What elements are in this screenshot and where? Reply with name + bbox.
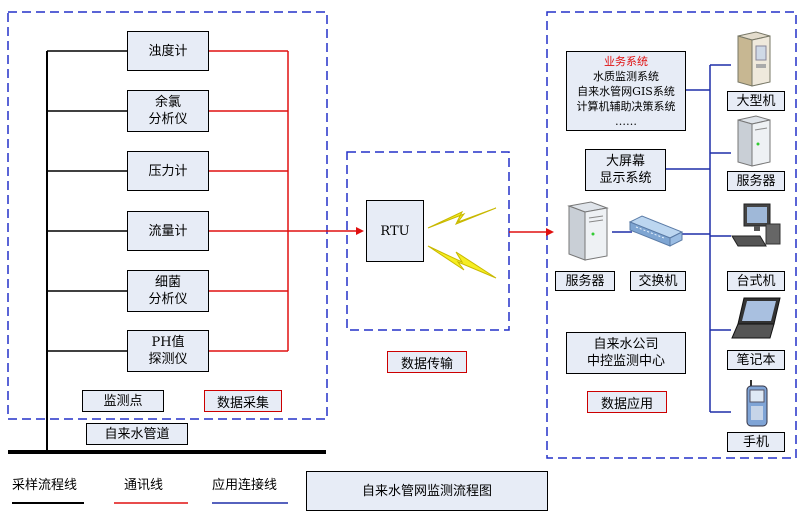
sensor-pressure: 压力计 xyxy=(127,151,209,191)
sensor-ph: PH值 探测仪 xyxy=(127,330,209,372)
monitor-point-label: 监测点 xyxy=(82,390,164,412)
laptop-icon xyxy=(731,297,781,339)
wireless-bolt-upper xyxy=(427,207,497,229)
server-right-icon xyxy=(737,115,771,167)
big-screen-box: 大屏幕 显示系统 xyxy=(585,149,666,191)
transfer-frame xyxy=(346,151,510,331)
sensor-turbidity: 浊度计 xyxy=(127,31,209,71)
sensor-chlorine: 余氯 分析仪 xyxy=(127,90,209,132)
device-label-laptop: 笔记本 xyxy=(727,350,785,370)
mobile-phone-icon xyxy=(746,380,768,427)
rtu-box: RTU xyxy=(366,200,424,262)
wireless-bolt-lower xyxy=(427,245,497,279)
server-center-label: 服务器 xyxy=(555,271,615,291)
legend-comm-line: 通讯线 xyxy=(124,478,164,493)
device-label-phone: 手机 xyxy=(727,432,785,452)
business-systems-box: 业务系统 水质监测系统 自来水管网GIS系统 计算机辅助决策系统 …… xyxy=(566,51,686,131)
data-collect-label: 数据采集 xyxy=(204,390,282,412)
control-center-box: 自来水公司 中控监测中心 xyxy=(566,332,686,374)
switch-label: 交换机 xyxy=(630,271,686,291)
server-center-icon xyxy=(567,201,609,261)
device-label-mainframe: 大型机 xyxy=(727,91,785,111)
sensor-bacteria: 细菌 分析仪 xyxy=(127,270,209,312)
sensor-flow: 流量计 xyxy=(127,211,209,251)
pipeline-label: 自来水管道 xyxy=(86,423,188,445)
switch-icon xyxy=(628,215,684,247)
desktop-icon xyxy=(731,203,781,247)
arrow-to-app xyxy=(546,228,554,236)
device-label-server: 服务器 xyxy=(727,171,785,191)
data-transfer-label: 数据传输 xyxy=(387,351,467,373)
device-label-desktop: 台式机 xyxy=(727,271,785,291)
legend-app-line: 应用连接线 xyxy=(212,478,278,493)
diagram-title: 自来水管网监测流程图 xyxy=(306,471,548,511)
business-title: 业务系统 xyxy=(604,54,648,68)
collect-frame xyxy=(7,11,328,420)
legend-sample-line: 采样流程线 xyxy=(12,478,78,493)
arrow-to-rtu xyxy=(356,227,364,235)
mainframe-icon xyxy=(737,31,771,87)
data-app-label: 数据应用 xyxy=(587,391,667,413)
